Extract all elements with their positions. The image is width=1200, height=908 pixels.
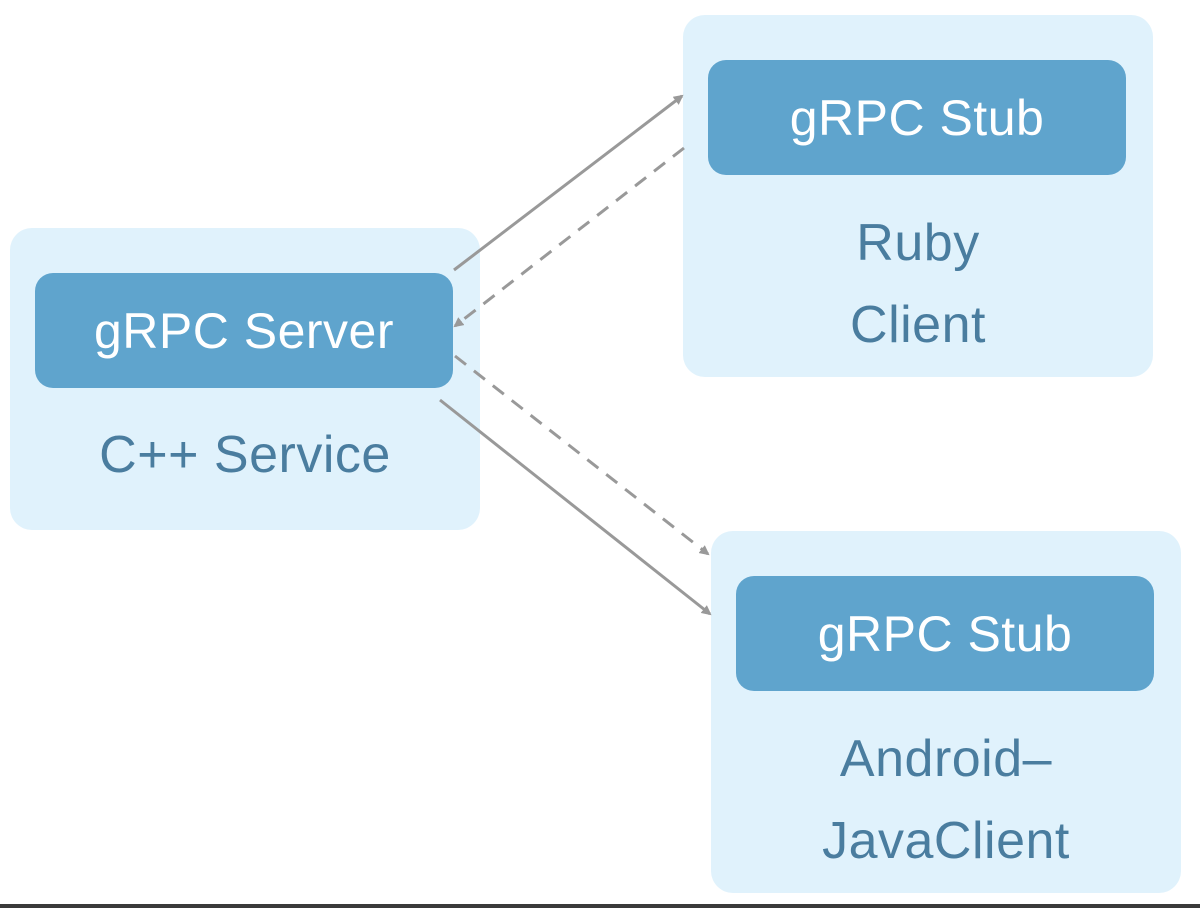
ruby-grpc-stub-node: gRPC Stub [708,60,1126,175]
server-to-android-request-arrow [439,398,712,616]
server-to-ruby-request-arrow [453,94,684,272]
server-to-android-response-arrow [454,354,710,556]
android-client-label: Android– JavaClient [711,718,1181,882]
android-client-label-line2: JavaClient [822,812,1070,870]
ruby-to-server-response-arrow [453,146,685,328]
ruby-client-label: Ruby Client [683,202,1153,366]
grpc-server-node: gRPC Server [35,273,453,388]
android-client-label-line1: Android– [839,730,1053,788]
ruby-client-label-line2: Client [850,296,986,354]
cpp-service-label: C++ Service [99,426,391,484]
android-grpc-stub-node: gRPC Stub [736,576,1154,691]
bottom-divider [0,904,1200,908]
ruby-client-label-line1: Ruby [856,214,980,272]
